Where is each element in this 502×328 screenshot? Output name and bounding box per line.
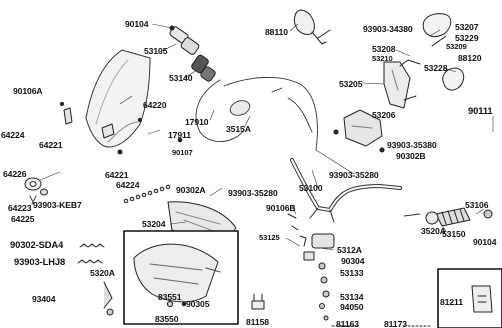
part-label-94050: 94050: [340, 302, 364, 312]
part-label-53207: 53207: [455, 22, 479, 32]
part-label-64224-upper: 64224: [1, 130, 25, 140]
part-label-90106B: 90106B: [266, 203, 296, 213]
part-label-90111: 90111: [468, 105, 493, 116]
part-label-90107: 90107: [172, 148, 193, 157]
leader-lines: [39, 23, 494, 251]
front-cowl-box: [103, 230, 239, 325]
part-label-5312A: 5312A: [337, 245, 362, 255]
side-bracket-box: [437, 268, 502, 328]
handlebar-part: [290, 158, 402, 223]
part-label-3520A: 3520A: [421, 226, 446, 236]
instrument-bracket-part: [333, 59, 421, 153]
part-label-64221-lower: 64221: [105, 170, 129, 180]
part-label-53205: 53205: [339, 79, 363, 89]
part-label-81158: 81158: [246, 317, 269, 327]
cable-parts: [195, 76, 421, 217]
part-label-53106: 53106: [465, 200, 489, 210]
part-label-53206: 53206: [372, 110, 396, 120]
part-label-88110: 88110: [265, 27, 288, 37]
part-label-53140: 53140: [169, 73, 193, 83]
part-label-93903-35380: 93903-35380: [387, 140, 437, 150]
part-label-53229: 53229: [455, 33, 479, 43]
part-label-53105: 53105: [144, 46, 168, 56]
part-label-81163: 81163: [336, 319, 359, 328]
grip-right-part: [425, 207, 493, 227]
part-label-90104-right: 90104: [473, 237, 497, 247]
part-label-53204: 53204: [142, 219, 166, 229]
part-label-64223: 64223: [8, 203, 32, 213]
bolt-row-parts: [77, 184, 171, 264]
mirror-right-part: [422, 13, 465, 91]
part-label-90302A: 90302A: [176, 185, 206, 195]
part-label-90106A: 90106A: [13, 86, 43, 96]
part-label-53133: 53133: [340, 268, 364, 278]
part-label-53208: 53208: [372, 44, 396, 54]
part-label-93903-35280-right: 93903-35280: [329, 170, 379, 180]
switch-assembly-part: [169, 25, 216, 82]
part-label-64225: 64225: [11, 214, 35, 224]
part-label-81173: 81173: [384, 319, 407, 328]
part-label-64226: 64226: [3, 169, 27, 179]
part-label-88120: 88120: [458, 53, 482, 63]
part-label-90302-SDA4: 90302-SDA4: [10, 239, 64, 250]
small-bolt-part: [251, 293, 265, 310]
part-label-53150: 53150: [442, 229, 466, 239]
part-label-93404: 93404: [32, 294, 56, 304]
part-label-53210: 53210: [372, 54, 393, 63]
part-label-64224-lower: 64224: [116, 180, 140, 190]
part-label-53125: 53125: [259, 233, 280, 242]
windshield-part: [85, 49, 151, 148]
part-label-93903-LHJ8: 93903-LHJ8: [14, 256, 66, 267]
part-label-83551: 83551: [158, 292, 182, 302]
part-label-64220: 64220: [143, 100, 167, 110]
part-label-53134: 53134: [340, 292, 364, 302]
washer-parts: [24, 177, 48, 205]
part-label-83550: 83550: [155, 314, 179, 324]
mirror-left-part: [293, 9, 331, 45]
part-label-93903-35280-center: 93903-35280: [228, 188, 278, 198]
part-label-53228: 53228: [424, 63, 448, 73]
part-label-81211: 81211: [440, 297, 463, 307]
part-label-17910: 17910: [185, 117, 209, 127]
windshield-bracket-parts: [59, 101, 183, 155]
handlebar-clamp-part: [287, 213, 335, 321]
part-label-93903-34380: 93903-34380: [363, 24, 413, 34]
part-label-3515A: 3515A: [226, 124, 251, 134]
part-label-53100: 53100: [299, 183, 323, 193]
part-label-90302B: 90302B: [396, 151, 426, 161]
part-label-17911: 17911: [168, 130, 191, 140]
part-label-90104: 90104: [125, 19, 149, 29]
part-label-53209: 53209: [446, 42, 467, 51]
part-label-93903-KEB7: 93903-KEB7: [33, 200, 82, 210]
part-label-64221-upper: 64221: [39, 140, 63, 150]
part-label-90304: 90304: [341, 256, 365, 266]
part-label-5320A: 5320A: [90, 268, 115, 278]
part-label-90305: 90305: [186, 299, 210, 309]
